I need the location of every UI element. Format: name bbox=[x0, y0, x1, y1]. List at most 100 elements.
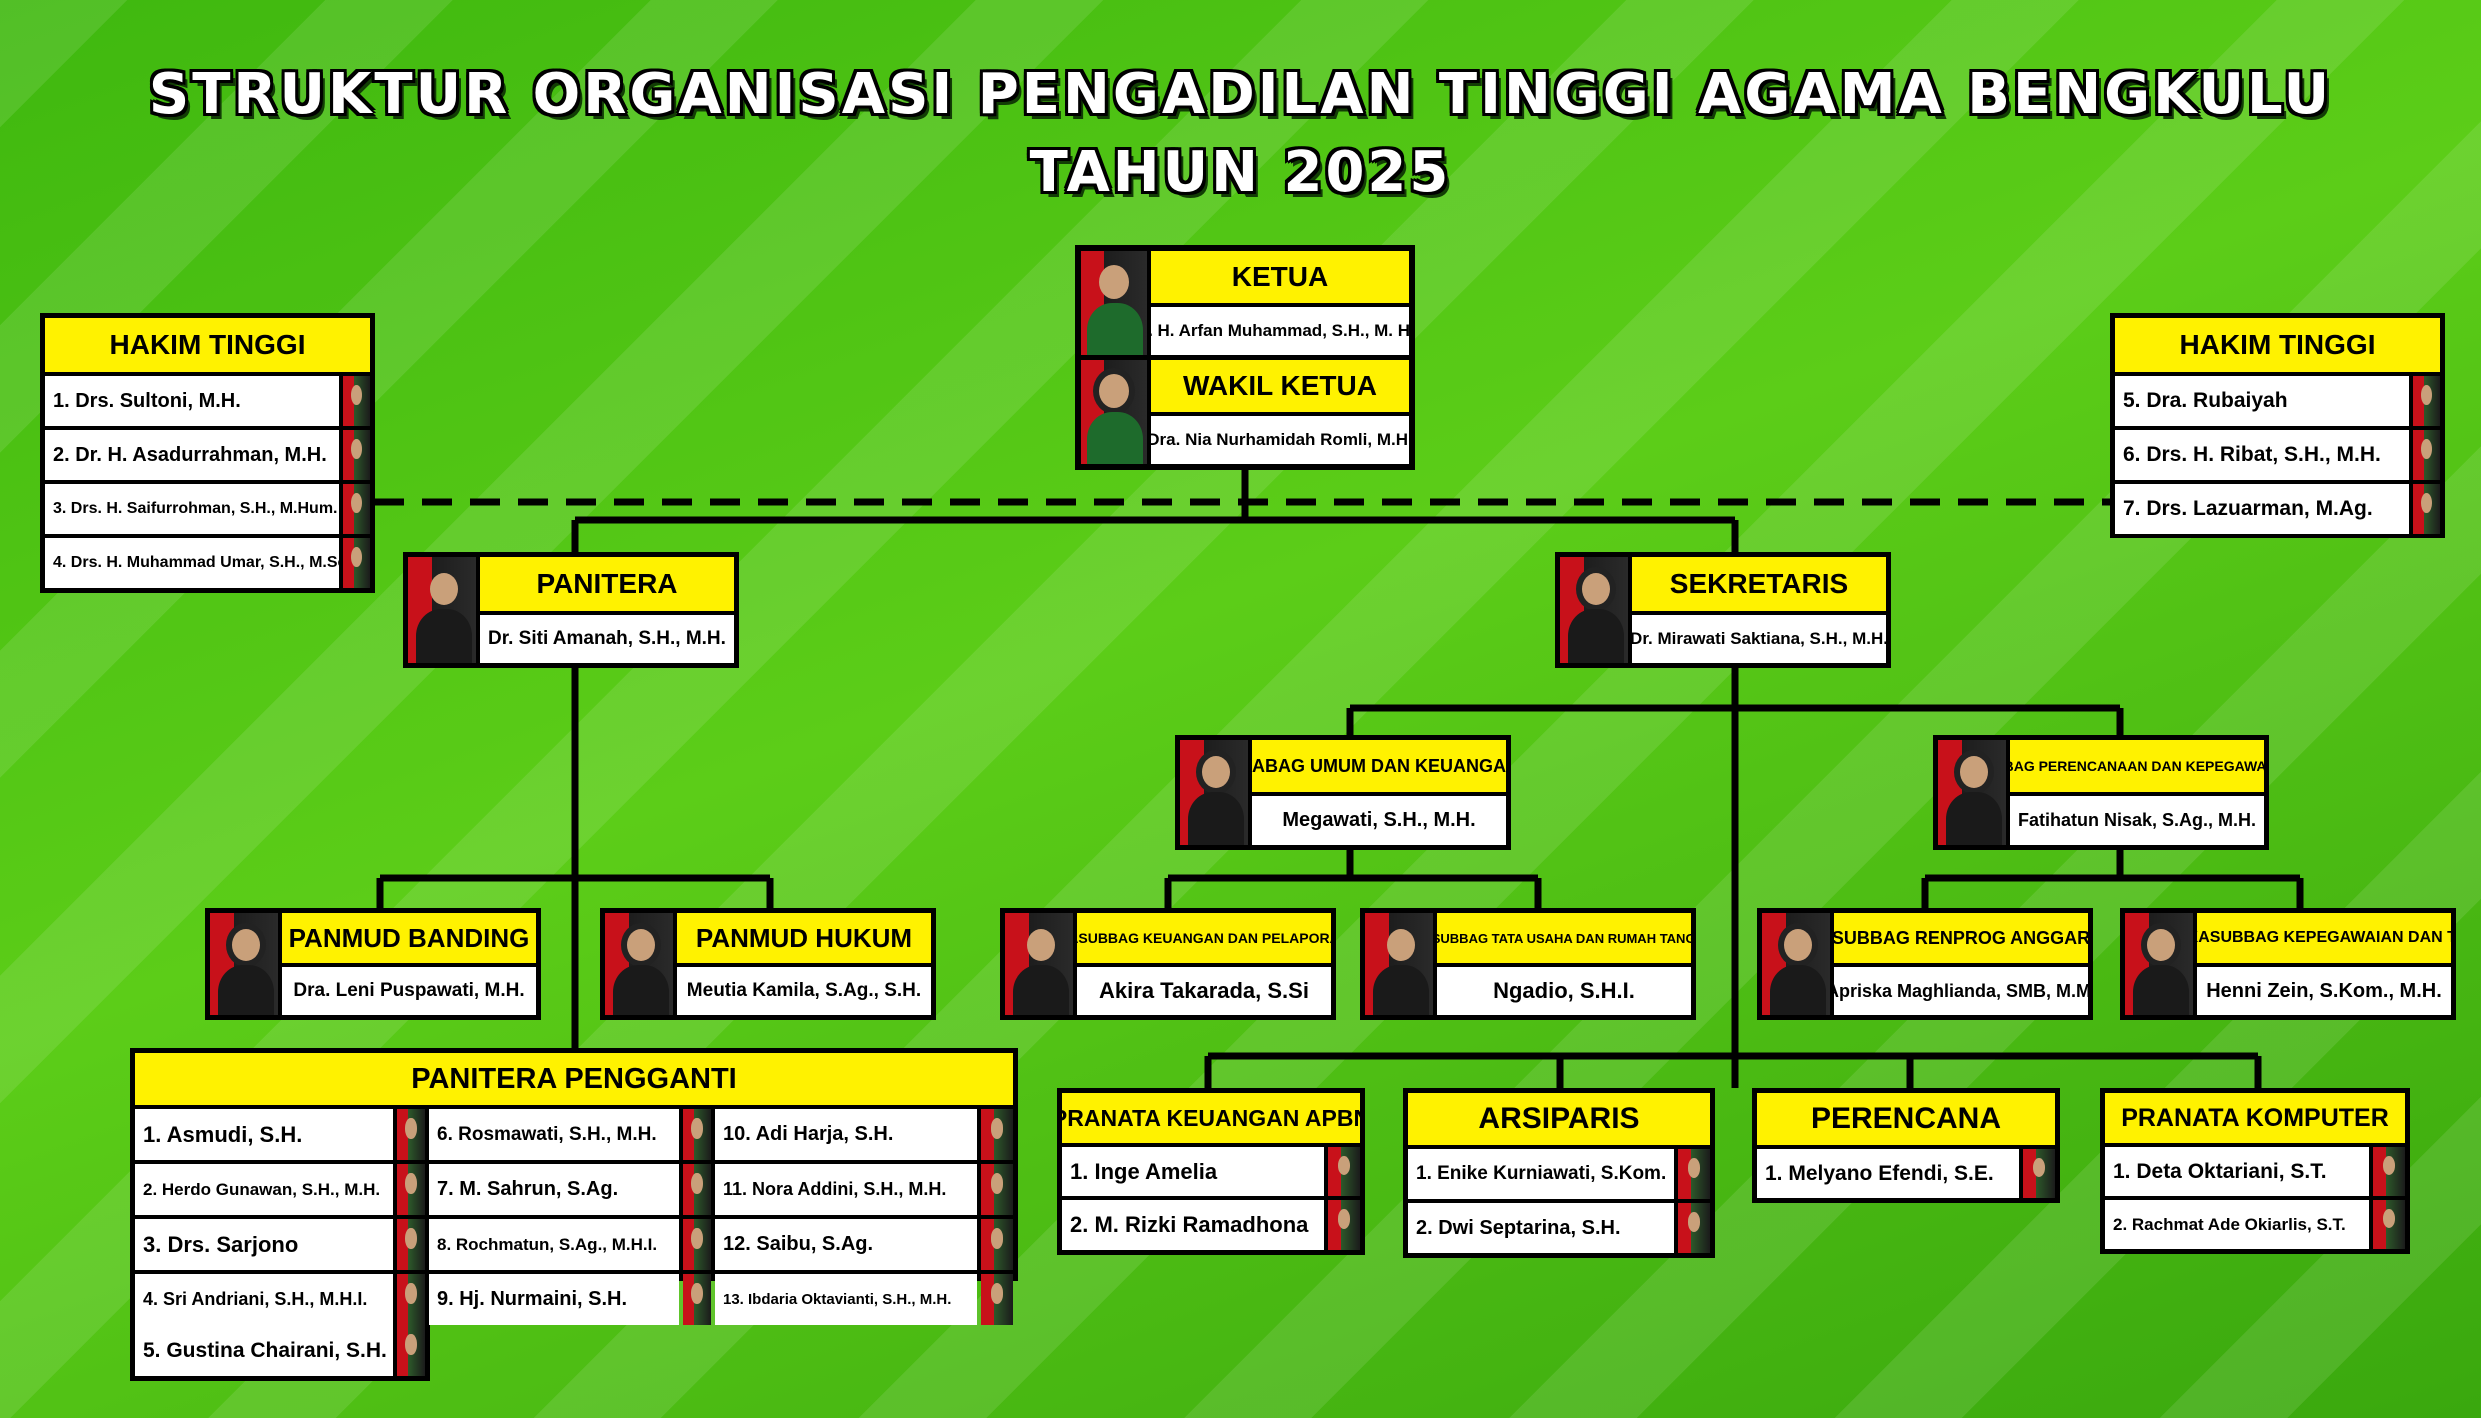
staff-photo bbox=[981, 1164, 1013, 1215]
staff-photo bbox=[683, 1219, 711, 1270]
sekretaris-name: Dr. Mirawati Saktiana, S.H., M.H. bbox=[1632, 615, 1886, 663]
staff-photo bbox=[397, 1109, 425, 1160]
kasubbag-kepegawaian-photo bbox=[2125, 913, 2193, 1015]
panitera-pengganti-item: 3. Drs. Sarjono bbox=[135, 1219, 393, 1270]
panitera-pengganti-item: 2. Herdo Gunawan, S.H., M.H. bbox=[135, 1164, 393, 1215]
hakim-right-title: HAKIM TINGGI bbox=[2115, 318, 2440, 372]
kabag-umum-photo bbox=[1180, 740, 1248, 845]
wakil-photo bbox=[1081, 360, 1147, 464]
staff-photo bbox=[683, 1164, 711, 1215]
panitera-pengganti-item: 5. Gustina Chairani, S.H. bbox=[135, 1325, 393, 1376]
staff-photo bbox=[683, 1109, 711, 1160]
panitera-pengganti-item: 13. Ibdaria Oktavianti, S.H., M.H. bbox=[715, 1274, 977, 1325]
staff-photo bbox=[1328, 1200, 1360, 1250]
staff-photo bbox=[683, 1274, 711, 1325]
staff-photo bbox=[397, 1274, 425, 1325]
panmud-hukum-name: Meutia Kamila, S.Ag., S.H. bbox=[677, 967, 931, 1015]
arsiparis-item: 2. Dwi Septarina, S.H. bbox=[1408, 1203, 1674, 1253]
kasubbag-keuangan-box: KASUBBAG KEUANGAN DAN PELAPORAN Akira Ta… bbox=[1000, 908, 1336, 1020]
pranata-komputer-title: PRANATA KOMPUTER bbox=[2105, 1093, 2405, 1143]
staff-photo bbox=[397, 1164, 425, 1215]
hakim-left-title: HAKIM TINGGI bbox=[45, 318, 370, 372]
staff-photo bbox=[2373, 1200, 2405, 1249]
kabag-perencanaan-box: KABAG PERENCANAAN DAN KEPEGAWAIAN Fatiha… bbox=[1933, 735, 2269, 850]
arsiparis-box: ARSIPARIS 1. Enike Kurniawati, S.Kom. 2.… bbox=[1403, 1088, 1715, 1258]
hakim-right-item: 5. Dra. Rubaiyah bbox=[2115, 376, 2409, 426]
kabag-umum-box: KABAG UMUM DAN KEUANGAN Megawati, S.H., … bbox=[1175, 735, 1511, 850]
panitera-pengganti-item: 6. Rosmawati, S.H., M.H. bbox=[429, 1109, 679, 1160]
sekretaris-box: SEKRETARIS Dr. Mirawati Saktiana, S.H., … bbox=[1555, 552, 1891, 668]
wakil-title: WAKIL KETUA bbox=[1151, 360, 1409, 412]
panitera-pengganti-item: 8. Rochmatun, S.Ag., M.H.I. bbox=[429, 1219, 679, 1270]
hakim-photo bbox=[2413, 376, 2440, 426]
hakim-photo bbox=[2413, 430, 2440, 480]
kabag-perencanaan-photo bbox=[1938, 740, 2006, 845]
sekretaris-photo bbox=[1560, 557, 1628, 663]
panmud-banding-box: PANMUD BANDING Dra. Leni Puspawati, M.H. bbox=[205, 908, 541, 1020]
panitera-pengganti-box: PANITERA PENGGANTI 1. Asmudi, S.H. 2. He… bbox=[130, 1048, 1018, 1328]
panmud-banding-name: Dra. Leni Puspawati, M.H. bbox=[282, 967, 536, 1015]
kabag-umum-name: Megawati, S.H., M.H. bbox=[1252, 796, 1506, 845]
pranata-komputer-item: 1. Deta Oktariani, S.T. bbox=[2105, 1147, 2369, 1196]
panitera-box: PANITERA Dr. Siti Amanah, S.H., M.H. bbox=[403, 552, 739, 668]
panitera-name: Dr. Siti Amanah, S.H., M.H. bbox=[480, 615, 734, 663]
perencana-title: PERENCANA bbox=[1757, 1093, 2055, 1145]
hakim-left-item: 1. Drs. Sultoni, M.H. bbox=[45, 376, 339, 426]
panitera-pengganti-title: PANITERA PENGGANTI bbox=[135, 1053, 1013, 1105]
panitera-pengganti-item: 4. Sri Andriani, S.H., M.H.I. bbox=[135, 1274, 393, 1325]
ketua-photo bbox=[1081, 251, 1147, 355]
chart-subtitle: TAHUN 2025 bbox=[1029, 140, 1452, 205]
pranata-komputer-item: 2. Rachmat Ade Okiarlis, S.T. bbox=[2105, 1200, 2369, 1249]
pranata-keuangan-item: 2. M. Rizki Ramadhona bbox=[1062, 1200, 1324, 1250]
kasubbag-keuangan-photo bbox=[1005, 913, 1073, 1015]
pranata-keuangan-box: PRANATA KEUANGAN APBN 1. Inge Amelia 2. … bbox=[1057, 1088, 1365, 1255]
staff-photo bbox=[981, 1274, 1013, 1325]
ketua-name: Drs. H. Arfan Muhammad, S.H., M. Hum. bbox=[1151, 307, 1409, 355]
hakim-photo bbox=[2413, 484, 2440, 534]
ketua-title: KETUA bbox=[1151, 251, 1409, 303]
kabag-perencanaan-title: KABAG PERENCANAAN DAN KEPEGAWAIAN bbox=[2010, 740, 2264, 792]
hakim-photo bbox=[343, 376, 370, 426]
panitera-pengganti-item: 1. Asmudi, S.H. bbox=[135, 1109, 393, 1160]
kasubbag-renprog-box: KASUBBAG RENPROG ANGGARAN Apriska Maghli… bbox=[1757, 908, 2093, 1020]
kasubbag-kepegawaian-title: KASUBBAG KEPEGAWAIAN DAN TI bbox=[2197, 913, 2451, 963]
perencana-box: PERENCANA 1. Melyano Efendi, S.E. bbox=[1752, 1088, 2060, 1203]
hakim-photo bbox=[343, 484, 370, 534]
pranata-keuangan-title: PRANATA KEUANGAN APBN bbox=[1062, 1093, 1360, 1143]
kasubbag-tu-name: Ngadio, S.H.I. bbox=[1437, 967, 1691, 1015]
ketua-box: KETUA Drs. H. Arfan Muhammad, S.H., M. H… bbox=[1075, 245, 1415, 470]
hakim-left-item: 2. Dr. H. Asadurrahman, M.H. bbox=[45, 430, 339, 480]
panitera-pengganti-item: 7. M. Sahrun, S.Ag. bbox=[429, 1164, 679, 1215]
panmud-hukum-photo bbox=[605, 913, 673, 1015]
wakil-name: Dra. Nia Nurhamidah Romli, M.H. bbox=[1151, 416, 1409, 464]
kabag-perencanaan-name: Fatihatun Nisak, S.Ag., M.H. bbox=[2010, 796, 2264, 845]
kasubbag-renprog-photo bbox=[1762, 913, 1830, 1015]
hakim-tinggi-left: HAKIM TINGGI 1. Drs. Sultoni, M.H. 2. Dr… bbox=[40, 313, 375, 593]
hakim-left-item: 3. Drs. H. Saifurrohman, S.H., M.Hum. bbox=[45, 484, 339, 534]
kasubbag-renprog-name: Apriska Maghlianda, SMB, M.M. bbox=[1834, 967, 2088, 1015]
kasubbag-keuangan-title: KASUBBAG KEUANGAN DAN PELAPORAN bbox=[1077, 913, 1331, 963]
staff-photo bbox=[1678, 1203, 1710, 1253]
staff-photo bbox=[2373, 1147, 2405, 1196]
sekretaris-title: SEKRETARIS bbox=[1632, 557, 1886, 611]
staff-photo bbox=[981, 1219, 1013, 1270]
staff-photo bbox=[1328, 1147, 1360, 1196]
arsiparis-title: ARSIPARIS bbox=[1408, 1093, 1710, 1145]
hakim-left-item: 4. Drs. H. Muhammad Umar, S.H., M.So. bbox=[45, 538, 339, 588]
pranata-keuangan-item: 1. Inge Amelia bbox=[1062, 1147, 1324, 1196]
hakim-tinggi-right: HAKIM TINGGI 5. Dra. Rubaiyah 6. Drs. H.… bbox=[2110, 313, 2445, 538]
kasubbag-kepegawaian-name: Henni Zein, S.Kom., M.H. bbox=[2197, 967, 2451, 1015]
hakim-right-item: 7. Drs. Lazuarman, M.Ag. bbox=[2115, 484, 2409, 534]
chart-title: STRUKTUR ORGANISASI PENGADILAN TINGGI AG… bbox=[148, 62, 2333, 127]
panmud-hukum-box: PANMUD HUKUM Meutia Kamila, S.Ag., S.H. bbox=[600, 908, 936, 1020]
panmud-banding-photo bbox=[210, 913, 278, 1015]
hakim-photo bbox=[343, 538, 370, 588]
panitera-title: PANITERA bbox=[480, 557, 734, 611]
hakim-photo bbox=[343, 430, 370, 480]
arsiparis-item: 1. Enike Kurniawati, S.Kom. bbox=[1408, 1149, 1674, 1199]
kasubbag-tu-photo bbox=[1365, 913, 1433, 1015]
hakim-right-item: 6. Drs. H. Ribat, S.H., M.H. bbox=[2115, 430, 2409, 480]
panitera-pengganti-item: 11. Nora Addini, S.H., M.H. bbox=[715, 1164, 977, 1215]
panitera-pengganti-extra: 5. Gustina Chairani, S.H. bbox=[130, 1325, 430, 1381]
kabag-umum-title: KABAG UMUM DAN KEUANGAN bbox=[1252, 740, 1506, 792]
